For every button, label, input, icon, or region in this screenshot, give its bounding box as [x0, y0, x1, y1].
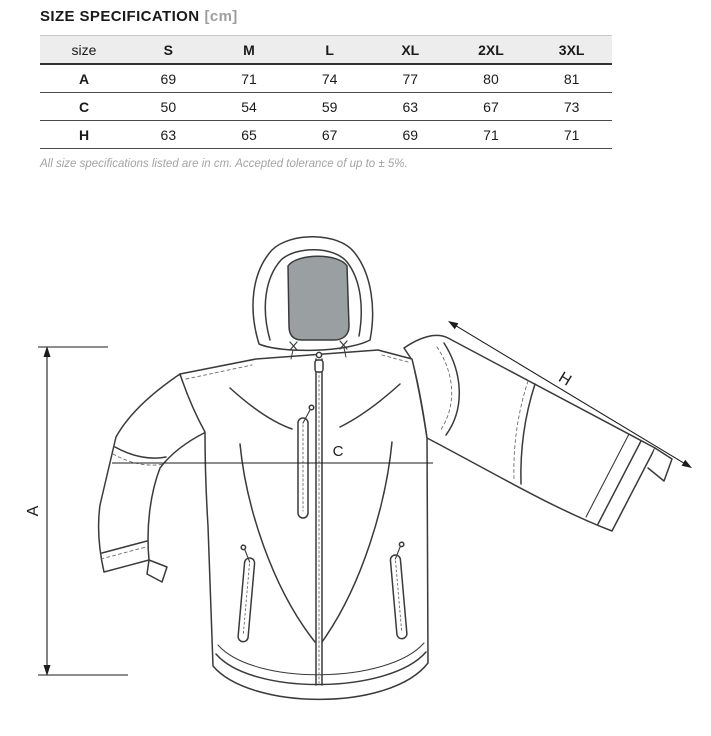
spec-sheet: SIZE SPECIFICATION[cm] size S M L XL 2XL…	[0, 0, 711, 170]
row-label: A	[78, 70, 90, 87]
cell: 59	[321, 98, 338, 115]
dimension-h-label: H	[555, 369, 574, 390]
cell: 77	[402, 70, 419, 87]
col-header-size: size	[71, 41, 97, 58]
zipper-pull	[314, 351, 324, 373]
cell: 69	[402, 126, 419, 143]
cell: 65	[241, 126, 257, 143]
cell: 71	[563, 126, 580, 143]
dimension-c: C	[112, 443, 433, 464]
chest-pocket-zipper	[297, 404, 315, 519]
cell: 67	[321, 126, 338, 143]
row-label: H	[78, 126, 90, 143]
col-header-l: L	[325, 41, 334, 58]
col-header-xl: XL	[401, 41, 420, 58]
cell: 74	[321, 70, 338, 87]
jacket-body	[179, 349, 429, 701]
cell: 63	[160, 126, 177, 143]
cell: 73	[563, 98, 580, 115]
cell: 69	[160, 70, 177, 87]
cell: 71	[241, 70, 257, 87]
cell: 50	[160, 98, 177, 115]
cell: 71	[483, 126, 499, 143]
tolerance-footnote: All size specifications listed are in cm…	[40, 158, 408, 170]
right-sleeve	[403, 334, 673, 532]
table-row-a: A 69 71 74 77 80 81	[40, 64, 612, 93]
left-sleeve	[97, 373, 207, 583]
col-header-2xl: 2XL	[478, 41, 504, 58]
jacket-diagram: A C H	[0, 196, 711, 736]
left-pocket-zipper	[237, 544, 256, 643]
cell: 63	[402, 98, 419, 115]
col-header-3xl: 3XL	[558, 41, 585, 58]
table-row-c: C 50 54 59 63 67 73	[40, 93, 612, 121]
dimension-c-label: C	[333, 443, 344, 460]
dimension-a-label: A	[25, 505, 42, 516]
right-pocket-zipper	[389, 541, 408, 640]
col-header-m: M	[243, 41, 255, 58]
table-header-row: size S M L XL 2XL 3XL	[40, 35, 612, 64]
size-spec-table: size S M L XL 2XL 3XL A 69 71 74 77 80 8…	[40, 35, 612, 149]
cell: 54	[241, 98, 257, 115]
row-label: C	[78, 98, 90, 115]
unit-label: [cm]	[204, 8, 238, 25]
front-zipper	[315, 358, 323, 686]
dimension-a: A	[25, 346, 128, 676]
cell: 67	[483, 98, 499, 115]
page-title: SIZE SPECIFICATION[cm]	[40, 8, 671, 25]
cell: 81	[563, 70, 580, 87]
hood	[252, 236, 374, 360]
page-title-text: SIZE SPECIFICATION	[40, 8, 200, 25]
cell: 80	[483, 70, 499, 87]
col-header-s: S	[163, 41, 173, 58]
table-row-h: H 63 65 67 69 71 71	[40, 121, 612, 149]
